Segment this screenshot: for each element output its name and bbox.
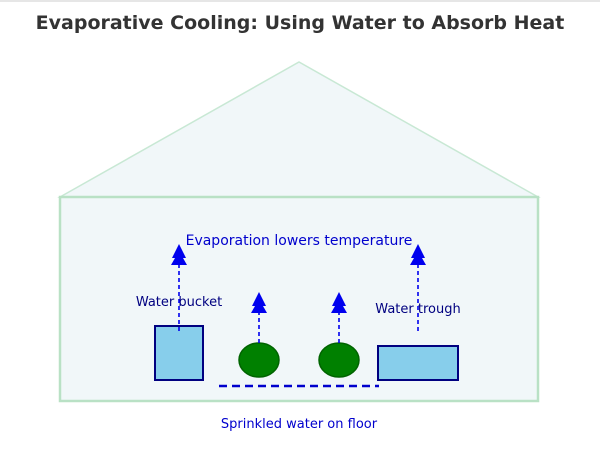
water-bucket <box>154 325 204 381</box>
vapor-arrow-plant-left <box>251 292 267 343</box>
top-border <box>0 0 600 2</box>
arrow-up-icon <box>251 299 267 313</box>
vapor-arrow-bucket <box>171 244 187 331</box>
arrow-up-icon <box>410 251 426 265</box>
house-wall <box>58 195 540 403</box>
arrow-up-icon <box>331 299 347 313</box>
evaporation-label: Evaporation lowers temperature <box>186 233 413 249</box>
house-roof <box>57 61 541 198</box>
plant-icon <box>238 342 280 378</box>
sprinkled-water-label: Sprinkled water on floor <box>221 417 378 432</box>
plant-icon <box>318 342 360 378</box>
arrow-up-icon <box>171 251 187 265</box>
vapor-arrow-plant-right <box>331 292 347 343</box>
vapor-arrow-trough <box>410 244 426 331</box>
water-trough <box>377 345 459 381</box>
page-title: Evaporative Cooling: Using Water to Abso… <box>35 12 565 34</box>
